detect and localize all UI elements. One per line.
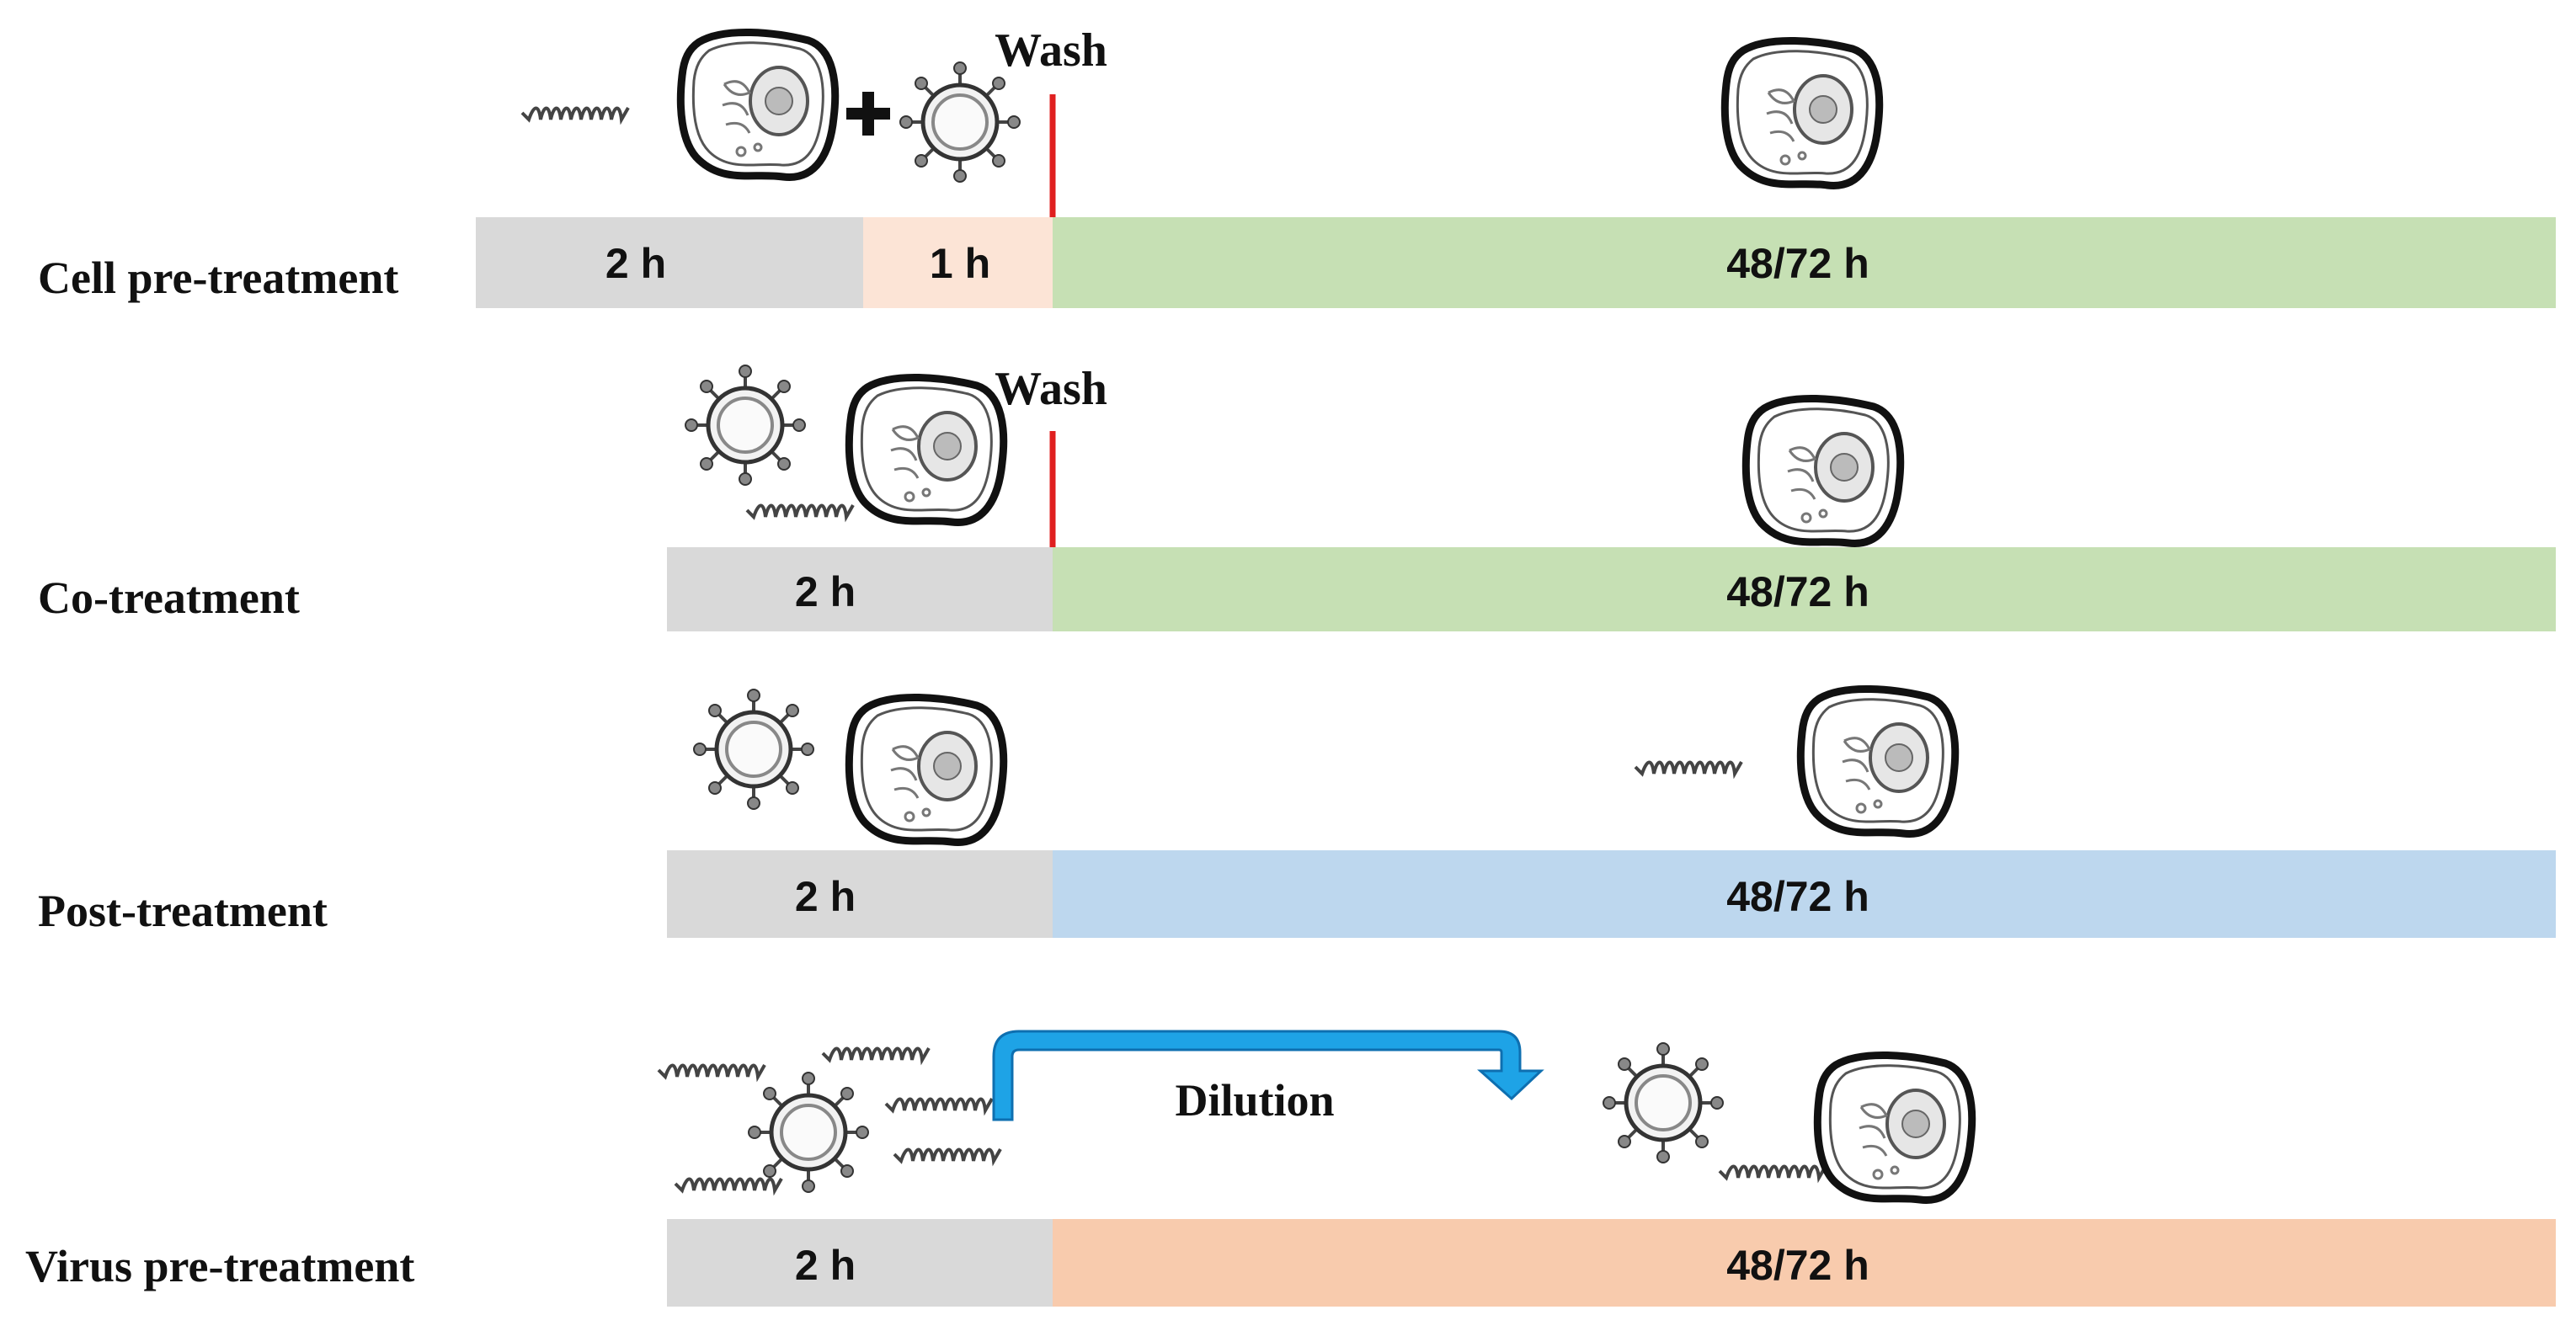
virus-icon xyxy=(900,62,1020,182)
peptide-icon xyxy=(1718,1164,1827,1179)
segment-label: 48/72 h xyxy=(1726,873,1869,920)
segment-label: 2 h xyxy=(605,240,666,287)
row-post-treatment: Post-treatment 2 h 48/72 h xyxy=(38,689,2556,938)
peptide-icon xyxy=(657,1063,766,1078)
peptide-icon xyxy=(893,1147,1002,1163)
peptide-icon xyxy=(520,106,630,121)
plus-icon xyxy=(846,92,890,136)
cell-icon xyxy=(849,697,1003,842)
virus-icon xyxy=(1603,1043,1723,1163)
cell-icon xyxy=(1725,40,1879,185)
peptide-icon xyxy=(1634,760,1743,775)
cell-icon xyxy=(1746,398,1900,543)
row-co-treatment: Co-treatment 2 h 48/72 h Wash xyxy=(38,363,2556,631)
timeline-segment-1 xyxy=(863,217,1053,308)
segment-label: 1 h xyxy=(930,240,990,287)
timeline-segment-0 xyxy=(476,217,863,308)
row-label: Cell pre-treatment xyxy=(38,253,398,303)
row-label: Post-treatment xyxy=(38,886,328,936)
virus-icon xyxy=(685,365,805,485)
virus-icon xyxy=(749,1073,868,1192)
cell-icon xyxy=(1817,1055,1971,1200)
wash-label: Wash xyxy=(995,24,1107,77)
virus-icon xyxy=(694,689,813,809)
peptide-icon xyxy=(884,1097,994,1112)
peptide-icon xyxy=(821,1046,931,1062)
row-label: Virus pre-treatment xyxy=(25,1241,414,1291)
segment-label: 2 h xyxy=(795,873,856,920)
timeline-segment-0 xyxy=(667,850,1053,938)
timeline-segment-1 xyxy=(1053,1219,2556,1307)
cell-icon xyxy=(680,32,835,177)
row-label: Co-treatment xyxy=(38,572,300,623)
segment-label: 2 h xyxy=(795,568,856,615)
timeline-segment-1 xyxy=(1053,547,2556,631)
segment-label: 48/72 h xyxy=(1726,1242,1869,1289)
dilution-label: Dilution xyxy=(1175,1075,1334,1126)
peptide-icon xyxy=(674,1177,783,1192)
row-cell-pre-treatment: Cell pre-treatment 2 h 1 h 48/72 h Wash xyxy=(38,24,2556,308)
timeline-segment-0 xyxy=(667,1219,1053,1307)
dilution-arrow-icon xyxy=(992,1030,1544,1121)
segment-label: 48/72 h xyxy=(1726,568,1869,615)
cell-icon xyxy=(1800,689,1955,833)
cell-icon xyxy=(849,377,1003,522)
timeline-segment-2 xyxy=(1053,217,2556,308)
timeline-segment-0 xyxy=(667,547,1053,631)
row-virus-pre-treatment: Virus pre-treatment 2 h 48/72 h Dilution xyxy=(25,1030,2556,1307)
timeline-segment-1 xyxy=(1053,850,2556,938)
segment-label: 48/72 h xyxy=(1726,240,1869,287)
peptide-icon xyxy=(745,503,855,519)
wash-label: Wash xyxy=(995,363,1107,415)
segment-label: 2 h xyxy=(795,1242,856,1289)
